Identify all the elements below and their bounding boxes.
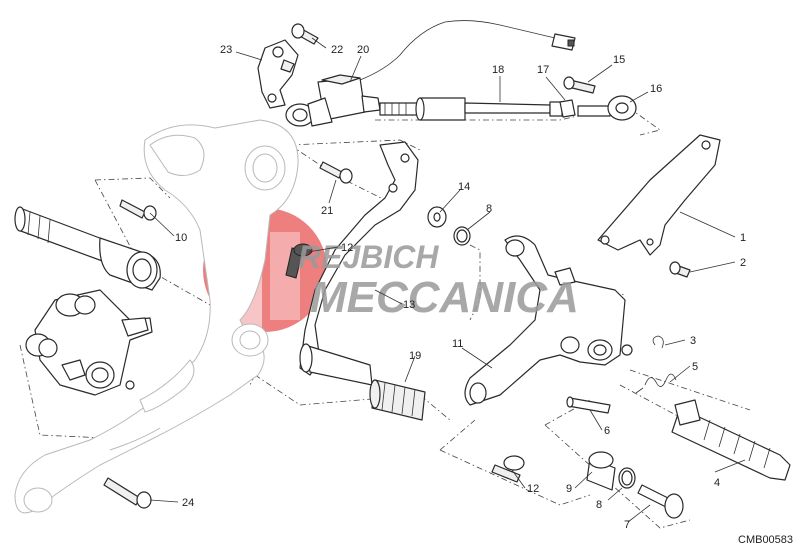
callout-11: 11 [452,338,463,350]
washer-14 [427,206,447,228]
shift-sensor-unit [285,20,576,127]
bolt-12-lower [491,455,525,483]
shift-peg-rubber [369,379,426,421]
circlip-8-lower [618,467,636,489]
circlip-8-upper [453,226,471,246]
heel-guard [597,134,721,256]
clip-3 [652,335,664,349]
footpeg [671,399,791,481]
callout-12-upper: 12 [341,242,353,254]
bolt-2 [669,261,691,278]
main-frame-bracket [14,119,299,514]
bushing-9 [586,451,616,491]
callout-16: 16 [650,83,662,95]
watermark-line-2: MECCANICA [310,273,579,322]
callout-24: 24 [182,497,194,509]
pin-6 [566,396,611,414]
watermark-line-1: REJBICH [298,239,439,275]
footpeg-bracket-assembly-left [25,289,153,396]
callout-12-lower: 12 [527,483,539,495]
callout-17: 17 [537,64,549,76]
spring-5 [635,373,677,394]
pin-7 [637,484,684,519]
rod-end-16 [577,95,637,121]
gear-shift-lever [299,141,419,386]
callouts: 1 2 3 4 5 6 7 8 8 9 10 11 12 12 13 14 15… [175,44,746,531]
callout-4: 4 [714,477,720,489]
callout-7: 7 [624,519,630,531]
callout-22: 22 [331,44,343,56]
bolt-22 [291,23,319,45]
callout-9: 9 [566,483,572,495]
bolt-10 [119,199,157,221]
spacer-tube [14,206,161,291]
footpeg-bracket [464,235,633,406]
bolt-12-upper [285,243,313,279]
callout-23: 23 [220,44,232,56]
bolt-24 [103,477,152,509]
bolt-21 [319,161,353,184]
callout-8-lower: 8 [596,499,602,511]
callout-13: 13 [403,299,415,311]
callout-1: 1 [740,232,746,244]
callout-21: 21 [321,205,333,217]
callout-2: 2 [740,257,746,269]
bolt-15 [563,76,596,94]
callout-8-upper: 8 [486,203,492,215]
leader-lines [149,37,746,523]
callout-15: 15 [613,54,625,66]
callout-5: 5 [692,361,698,373]
shift-rod [379,97,563,121]
drawing-code: CMB00583 [738,534,793,546]
callout-19: 19 [409,350,421,362]
nut-17 [559,99,576,118]
callout-18: 18 [492,64,504,76]
watermark-text: REJBICH MECCANICA [298,239,579,322]
shift-sensor-bracket [257,39,299,109]
callout-14: 14 [458,181,470,193]
callout-20: 20 [357,44,369,56]
callout-3: 3 [690,335,696,347]
callout-10: 10 [175,232,187,244]
callout-6: 6 [604,425,610,437]
